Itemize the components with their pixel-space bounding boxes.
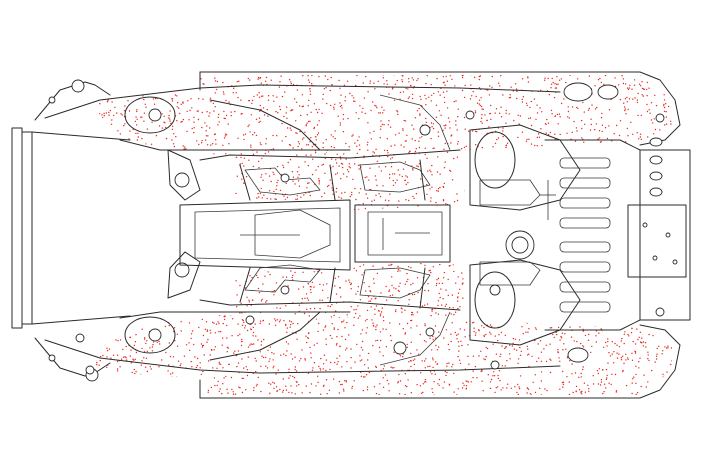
- body-outline: [44, 71, 681, 399]
- rear-trunk-floor: [563, 82, 691, 363]
- rear-suspension: [465, 110, 581, 346]
- rear-floor-slots: [540, 139, 641, 331]
- center-tunnel: [179, 199, 451, 271]
- floor-rails: [199, 94, 461, 366]
- front-radiator-frame: [11, 79, 131, 382]
- front-wheel-well-top: [124, 96, 201, 201]
- front-wheel-well-bottom: [124, 251, 201, 354]
- mounting-holes: [75, 124, 500, 375]
